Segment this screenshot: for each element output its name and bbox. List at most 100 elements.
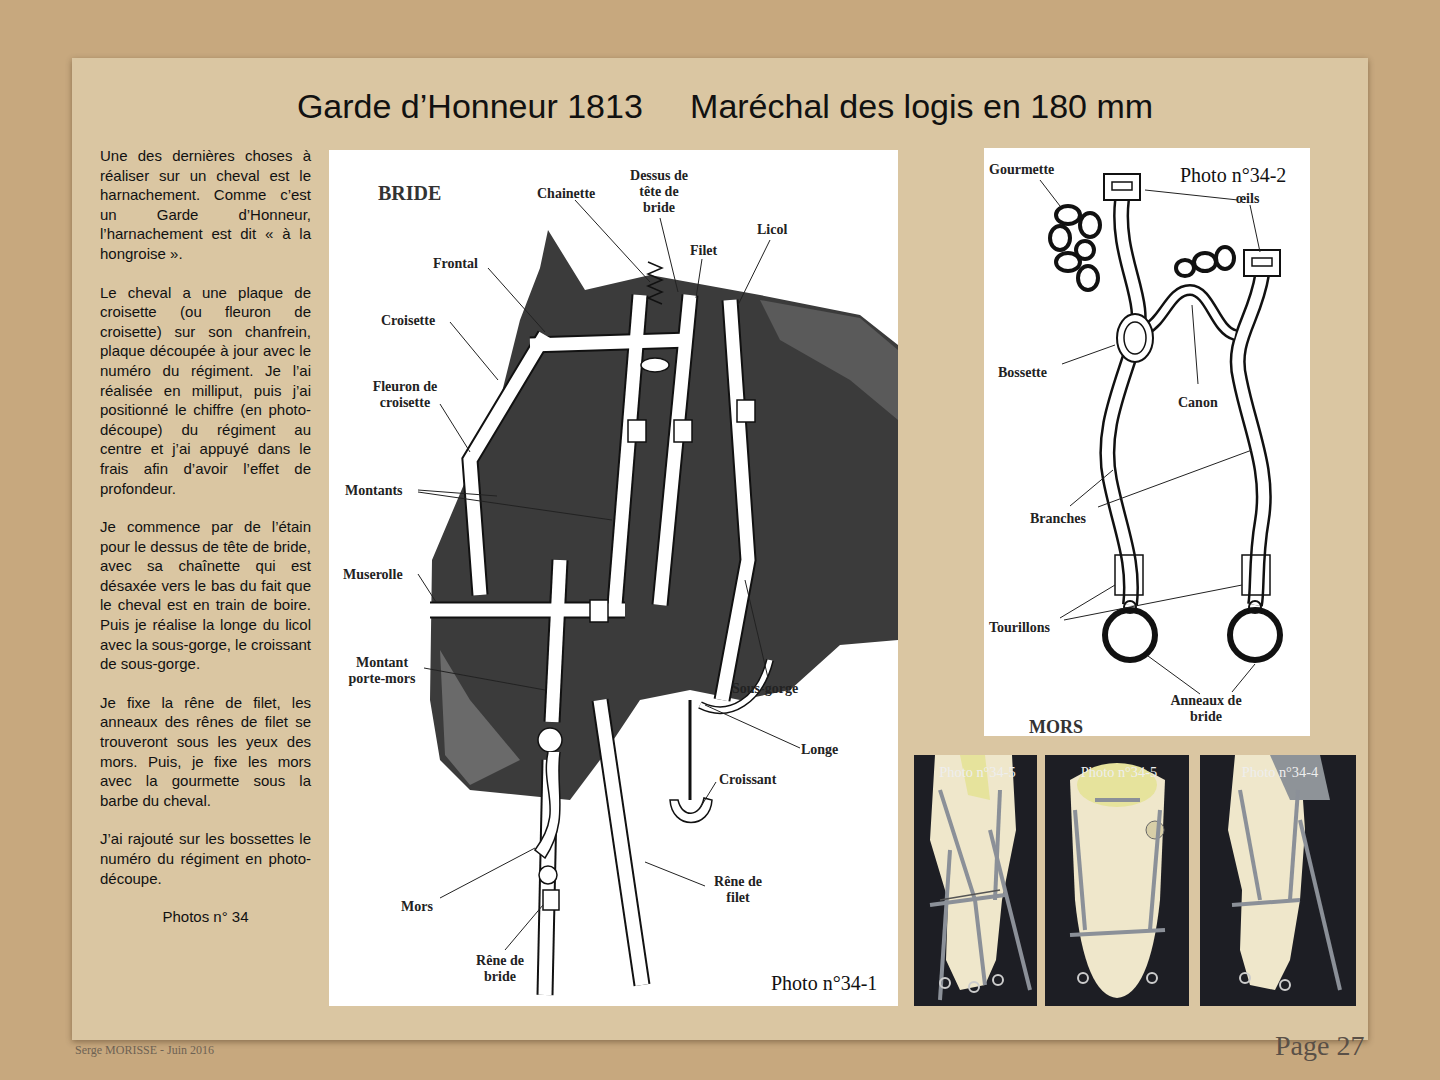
drawing-part: [590, 600, 608, 622]
part-label: Croissant: [719, 772, 776, 788]
part-label: Sous-gorge: [732, 681, 798, 697]
drawing-part: [940, 850, 950, 1000]
drawing-part: [1244, 250, 1280, 276]
part-label: Rêne de bride: [467, 953, 533, 985]
drawing-part: [1070, 470, 1113, 506]
drawing-part: [1300, 820, 1340, 990]
drawing-part: [575, 200, 650, 282]
part-label: Filet: [690, 243, 717, 259]
drawing-part: [440, 848, 535, 898]
photo-caption: Photo n°34-5: [916, 763, 1039, 781]
body-paragraph: Le cheval a une plaque de croisette (ou …: [100, 283, 311, 499]
drawing-part: [984, 148, 1310, 736]
drawing-part: [1150, 810, 1160, 930]
drawing-part: [1060, 585, 1115, 618]
photo-2: [1045, 755, 1189, 1006]
drawing-part: [418, 490, 497, 496]
drawing-part: [1050, 206, 1234, 290]
drawing-part: [993, 975, 1003, 985]
part-label: Licol: [757, 222, 787, 238]
drawing-part: [1146, 821, 1164, 839]
drawing-part: [1290, 790, 1298, 900]
drawing-part: [1242, 555, 1270, 595]
drawing-part: [1104, 174, 1140, 200]
bridle-drawing: [329, 150, 898, 1006]
photo-frame: Photo n°34-5: [914, 755, 1037, 1006]
drawing-part: [615, 295, 640, 605]
panel-heading: BRIDE: [378, 182, 441, 204]
part-label: Montant porte-mors: [341, 655, 423, 687]
drawing-part: [1145, 190, 1238, 200]
drawing-part: [1230, 610, 1280, 660]
drawing-part: [1145, 290, 1235, 335]
drawing-part: [530, 340, 690, 345]
drawing-part: [430, 295, 748, 995]
drawing-part: [1232, 900, 1300, 905]
drawing-part: [1107, 200, 1138, 605]
bit-panel: GourmettePhoto n°34-2œilsBossetteCanonBr…: [984, 148, 1310, 736]
drawing-part: [1194, 253, 1216, 271]
photo-caption: Photo n°34-2: [1180, 164, 1286, 186]
drawing-part: [535, 752, 560, 858]
drawing-part: [1078, 973, 1088, 983]
page-title: Garde d’Honneur 1813 Maréchal des logis …: [180, 86, 1270, 126]
drawing-part: [990, 830, 1030, 990]
part-label: Anneaux de bride: [1162, 693, 1250, 725]
drawing-part: [1176, 260, 1194, 276]
drawing-part: [1098, 450, 1252, 507]
drawing-part: [1280, 980, 1290, 990]
drawing-part: [940, 890, 1000, 900]
photo-3: [1200, 755, 1356, 1006]
part-label: Dessus de tête de bride: [627, 168, 691, 216]
drawing-part: [1045, 755, 1189, 1006]
drawing-part: [1145, 290, 1235, 335]
page-number: Page 27: [1275, 1030, 1364, 1062]
bridle-panel: BRIDE Chainette Dessus de tête de brideLic…: [329, 150, 898, 1006]
drawing-part: [450, 322, 498, 380]
drawing-part: [1250, 205, 1260, 252]
drawing-part: [969, 982, 979, 992]
drawing-part: [1240, 790, 1260, 900]
drawing-part: [430, 230, 898, 800]
drawing-part: [1192, 305, 1198, 384]
drawing-part: [1050, 226, 1070, 250]
bit-drawing: [984, 148, 1310, 736]
part-label: Frontal: [433, 256, 478, 272]
drawing-part: [1078, 266, 1098, 290]
part-label: Muserolle: [343, 567, 403, 583]
part-label: Chainette: [537, 186, 595, 202]
drawing-part: [1070, 765, 1165, 998]
drawing-part: [530, 340, 690, 345]
drawing-part: [329, 150, 898, 1006]
drawing-part: [543, 890, 559, 910]
body-paragraph: Une des dernières choses à réaliser sur …: [100, 146, 311, 264]
drawing-part: [1040, 180, 1060, 206]
drawing-part: [418, 574, 436, 602]
drawing-part: [539, 866, 557, 884]
part-label: Mors: [401, 899, 433, 915]
drawing-part: [705, 705, 800, 748]
drawing-part: [1107, 200, 1138, 605]
drawing-part: [641, 358, 669, 372]
drawing-part: [430, 295, 748, 995]
drawing-part: [745, 580, 768, 678]
drawing-part: [552, 560, 560, 722]
photo-frame: Photo n°34-4: [1200, 755, 1356, 1006]
photo-caption: Photo n°34-4: [1202, 763, 1358, 781]
drawing-part: [1232, 664, 1255, 692]
drawing-part: [1232, 790, 1340, 990]
drawing-part: [1076, 241, 1094, 259]
drawing-part: [722, 300, 748, 700]
drawing-part: [1148, 656, 1200, 694]
part-label: Branches: [1030, 511, 1086, 527]
drawing-part: [660, 295, 690, 605]
drawing-part: [940, 890, 1000, 900]
drawing-part: [418, 492, 612, 520]
drawing-part: [538, 728, 562, 752]
drawing-part: [600, 700, 642, 985]
drawing-part: [1112, 182, 1132, 190]
drawing-part: [689, 700, 692, 800]
part-label: Montants: [345, 483, 403, 499]
drawing-part: [645, 862, 705, 886]
drawing-part: [418, 200, 800, 950]
